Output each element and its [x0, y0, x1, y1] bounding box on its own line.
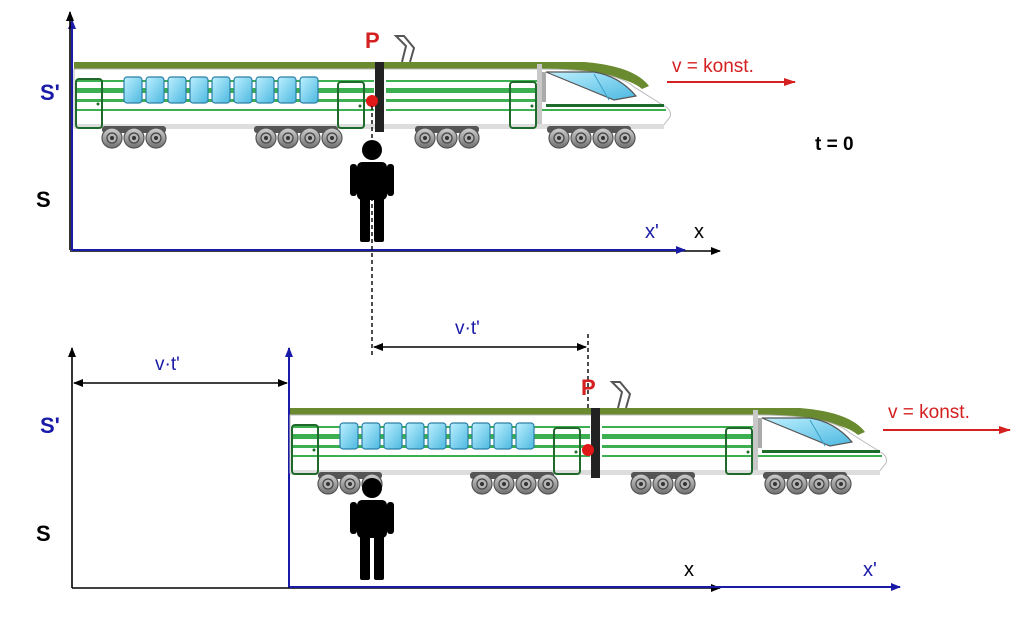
- bottom-axis-rest-label: x: [684, 559, 694, 581]
- bottom-axis-moving-label: x': [863, 559, 877, 581]
- top-velocity-label: v = konst.: [672, 56, 754, 77]
- middle-distance-label: v·t': [455, 318, 480, 339]
- bottom-panel: v·t' S' S x x' P v = konst.: [36, 347, 1011, 592]
- top-frame-moving-label: S': [40, 80, 60, 105]
- top-point-label: P: [365, 28, 380, 53]
- bottom-point-label: P: [581, 375, 596, 400]
- top-frame-rest-label: S: [36, 187, 51, 212]
- top-panel: S' S x' x P v = konst. t = 0: [36, 11, 854, 255]
- bottom-observer: [350, 478, 394, 580]
- time-label: t = 0: [815, 134, 854, 155]
- bottom-frame-moving-label: S': [40, 413, 60, 438]
- top-axis-moving-label: x': [645, 221, 659, 243]
- bottom-velocity-label: v = konst.: [888, 402, 970, 423]
- bottom-distance-label: v·t': [155, 354, 180, 375]
- middle-distance: v·t': [373, 318, 587, 351]
- top-axis-rest-label: x: [694, 221, 704, 243]
- top-point-marker: [366, 95, 378, 107]
- bottom-point-marker: [582, 444, 594, 456]
- bottom-frame-rest-label: S: [36, 521, 51, 546]
